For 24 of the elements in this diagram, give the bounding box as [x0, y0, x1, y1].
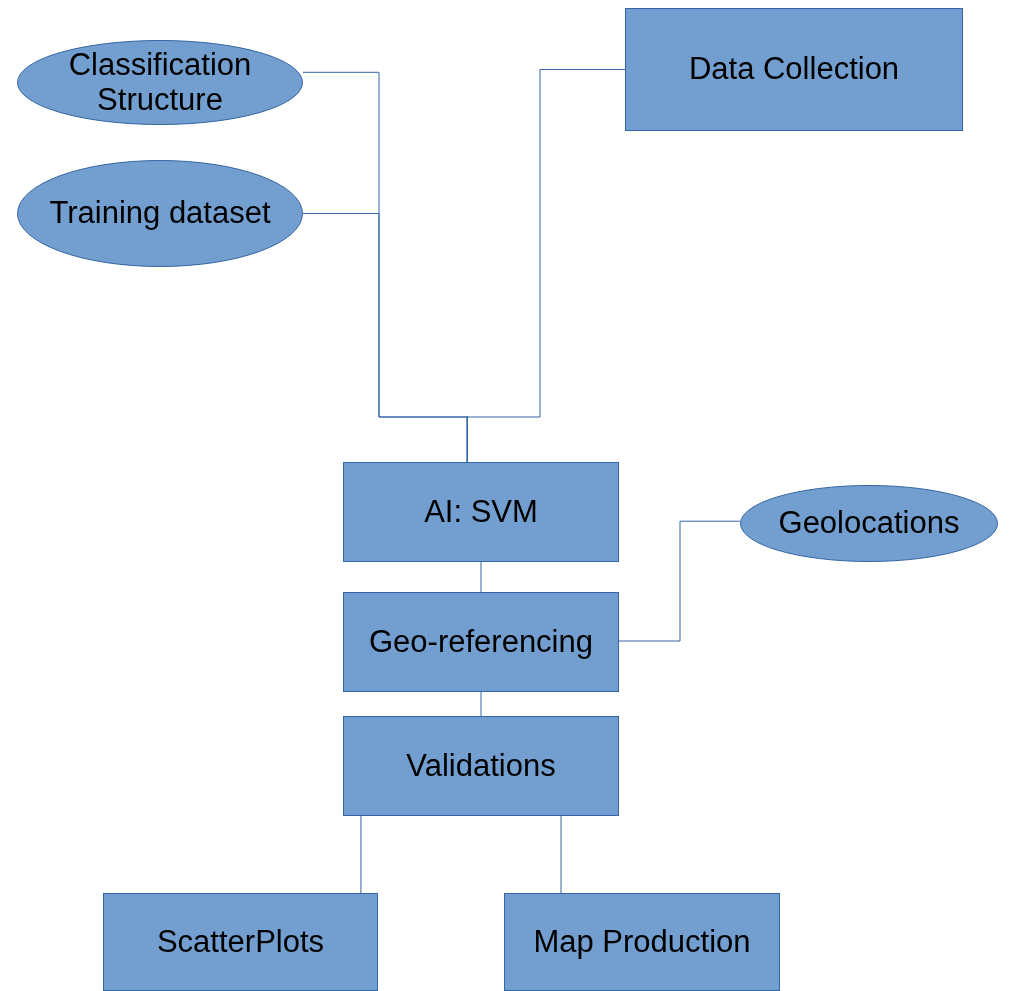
process-box	[504, 893, 780, 991]
node-label: Classification Structure	[67, 48, 253, 117]
node-label: Geolocations	[778, 506, 960, 541]
process-box	[343, 716, 619, 816]
process-box	[625, 8, 963, 131]
process-box	[343, 592, 619, 692]
input-ellipse	[17, 160, 303, 267]
node-label: ScatterPlots	[156, 924, 325, 960]
node-label: AI: SVM	[424, 494, 538, 530]
node-label: Map Production	[533, 924, 751, 960]
input-ellipse	[740, 485, 998, 562]
connector-line	[480, 561, 482, 593]
connector-line	[360, 815, 362, 894]
connector-line	[618, 520, 741, 642]
connector-line	[466, 69, 626, 463]
node-label: Geo-referencing	[369, 624, 593, 660]
connector-line	[480, 691, 482, 717]
process-box	[103, 893, 378, 991]
process-box	[343, 462, 619, 562]
node-label: Data Collection	[688, 52, 900, 87]
node-label: Validations	[406, 748, 556, 784]
input-ellipse	[17, 40, 303, 125]
node-label: Training dataset	[49, 196, 271, 231]
connector-line	[560, 815, 562, 894]
